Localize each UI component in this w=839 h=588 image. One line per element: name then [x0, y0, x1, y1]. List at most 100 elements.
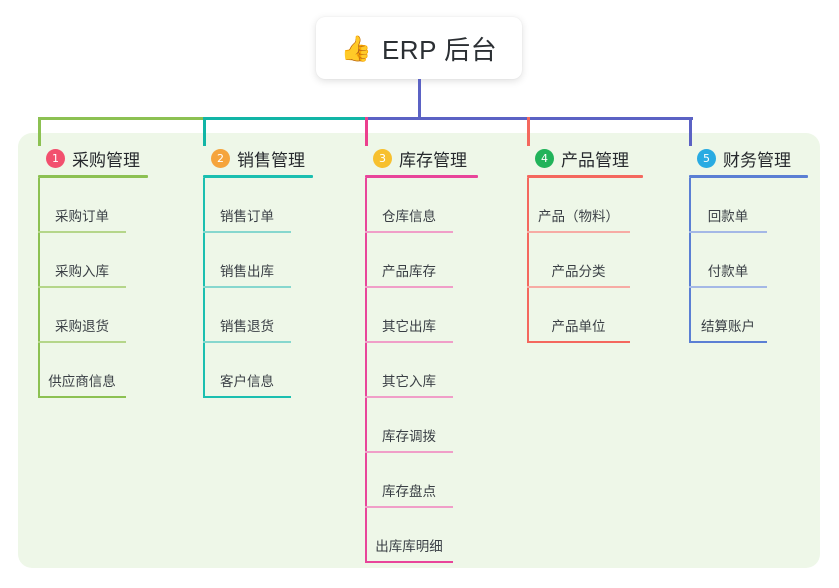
branch-item-label: 产品库存 — [382, 264, 436, 279]
connector-root-trunk — [418, 79, 421, 120]
branch-column-5: 5 财务管理回款单付款单结算账户 — [689, 146, 839, 343]
branch-item-label: 其它出库 — [382, 319, 436, 334]
branch-column-4: 4 产品管理产品（物料） 产品分类产品单位 — [527, 146, 677, 343]
branch-spine — [203, 178, 205, 398]
branch-item[interactable]: 销售退货 — [203, 288, 353, 343]
branch-item-rule — [365, 451, 453, 453]
branch-item-rule — [203, 286, 291, 288]
branch-item[interactable]: 采购退货 — [38, 288, 188, 343]
branch-item-list: 销售订单销售出库销售退货客户信息 — [203, 178, 353, 398]
branch-item-rule — [527, 341, 630, 343]
branch-item-rule — [38, 396, 126, 398]
branch-number-badge: 5 — [697, 148, 716, 168]
branch-item-label: 回款单 — [707, 209, 749, 224]
branch-item[interactable]: 销售出库 — [203, 233, 353, 288]
branch-item-rule — [203, 231, 291, 233]
branch-item-rule — [365, 561, 453, 563]
branch-item-label: 产品（物料） — [538, 209, 619, 224]
branch-item-label: 产品分类 — [551, 264, 606, 279]
branch-item[interactable]: 销售订单 — [203, 178, 353, 233]
branch-title: 产品管理 — [561, 150, 629, 170]
branch-item-label: 结算账户 — [701, 319, 755, 334]
branch-header-rule — [689, 175, 808, 178]
branch-item-label: 库存调拨 — [382, 429, 436, 444]
branch-item-label: 出库库明细 — [375, 539, 443, 554]
branches-panel — [18, 133, 820, 568]
branch-item-rule — [365, 231, 453, 233]
branch-item-rule — [689, 231, 767, 233]
branch-item-rule — [38, 286, 126, 288]
branch-item-rule — [365, 396, 453, 398]
branch-item-rule — [365, 341, 453, 343]
branch-item[interactable]: 出库库明细 — [365, 508, 515, 563]
root-node-title: ERP 后台 — [381, 34, 498, 65]
branch-item-label: 仓库信息 — [382, 209, 436, 224]
connector-stub-1 — [38, 117, 41, 146]
branch-item[interactable]: 库存盘点 — [365, 453, 515, 508]
connector-stub-5b — [689, 117, 692, 146]
branch-item-label: 客户信息 — [220, 374, 274, 389]
branch-item-list: 仓库信息产品库存其它出库其它入库库存调拨库存盘点出库库明细 — [365, 178, 515, 563]
connector-horizontal-2 — [203, 117, 367, 120]
branch-item[interactable]: 供应商信息 — [38, 343, 188, 398]
branch-title: 库存管理 — [399, 150, 467, 170]
branch-item[interactable]: 仓库信息 — [365, 178, 515, 233]
branch-item-label: 付款单 — [707, 264, 749, 279]
branch-item-rule — [203, 396, 291, 398]
connector-horizontal-3 — [365, 117, 529, 120]
branch-item-rule — [689, 286, 767, 288]
root-node[interactable]: 👍 ERP 后台 — [316, 17, 522, 79]
branch-item-label: 采购入库 — [55, 264, 109, 279]
branch-item-list: 采购订单采购入库采购退货供应商信息 — [38, 178, 188, 398]
branch-item[interactable]: 付款单 — [689, 233, 839, 288]
branch-item-rule — [203, 341, 291, 343]
branch-item[interactable]: 结算账户 — [689, 288, 839, 343]
branch-item-label: 销售出库 — [220, 264, 274, 279]
branch-item-rule — [38, 341, 126, 343]
branch-item[interactable]: 产品库存 — [365, 233, 515, 288]
branch-item-list: 回款单付款单结算账户 — [689, 178, 839, 343]
branch-item[interactable]: 产品分类 — [527, 233, 677, 288]
branch-item-rule — [689, 341, 767, 343]
branch-item[interactable]: 其它出库 — [365, 288, 515, 343]
branch-item[interactable]: 采购订单 — [38, 178, 188, 233]
branch-item-rule — [38, 231, 126, 233]
branch-spine — [38, 178, 40, 398]
branch-title: 采购管理 — [72, 150, 140, 170]
branch-item-rule — [365, 506, 453, 508]
branch-item-label: 销售退货 — [220, 319, 274, 334]
connector-stub-4 — [527, 117, 530, 146]
connector-stub-3 — [365, 117, 368, 146]
branch-item-label: 采购退货 — [55, 319, 109, 334]
branch-item[interactable]: 其它入库 — [365, 343, 515, 398]
branch-header-5[interactable]: 5 财务管理 — [689, 146, 839, 170]
branch-item-label: 其它入库 — [382, 374, 436, 389]
branch-item-label: 供应商信息 — [48, 374, 116, 389]
branch-item[interactable]: 产品（物料） — [527, 178, 677, 233]
branch-item-label: 采购订单 — [55, 209, 109, 224]
branch-item-label: 销售订单 — [220, 209, 274, 224]
branch-item[interactable]: 产品单位 — [527, 288, 677, 343]
branch-item[interactable]: 回款单 — [689, 178, 839, 233]
branch-header-rule — [527, 175, 643, 178]
connector-stub-2 — [203, 117, 206, 146]
branch-header-4[interactable]: 4 产品管理 — [527, 146, 677, 170]
branch-column-1: 1 采购管理采购订单采购入库采购退货供应商信息 — [38, 146, 188, 398]
connector-horizontal-1 — [38, 117, 205, 120]
branch-item[interactable]: 采购入库 — [38, 233, 188, 288]
branch-title: 财务管理 — [723, 150, 791, 170]
branch-spine — [689, 178, 691, 343]
branch-item[interactable]: 库存调拨 — [365, 398, 515, 453]
branch-item-rule — [527, 286, 630, 288]
branch-item[interactable]: 客户信息 — [203, 343, 353, 398]
branch-header-rule — [365, 175, 478, 178]
branch-number-badge: 4 — [535, 148, 554, 168]
branch-number-badge: 1 — [46, 148, 65, 168]
branch-item-list: 产品（物料） 产品分类产品单位 — [527, 178, 677, 343]
branch-header-1[interactable]: 1 采购管理 — [38, 146, 188, 170]
branch-spine — [527, 178, 529, 343]
